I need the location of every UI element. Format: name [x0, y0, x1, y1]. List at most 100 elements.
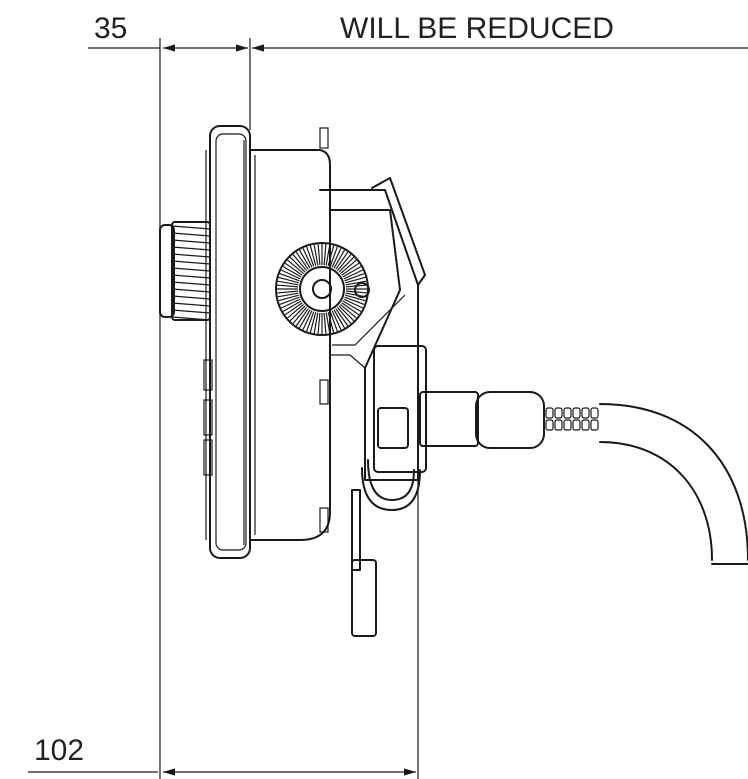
cable-grip-segment: [590, 419, 599, 431]
gear-tooth: [336, 254, 352, 272]
cable-grip-segment: [572, 407, 581, 419]
gear-tooth: [295, 308, 309, 327]
knob-ridge: [171, 246, 211, 251]
gear-tooth: [277, 292, 299, 298]
gear-tooth: [327, 312, 335, 333]
gear-tooth: [325, 312, 331, 334]
gear-tooth: [331, 247, 342, 268]
gear-tooth: [336, 306, 352, 324]
gear-tooth: [335, 308, 349, 327]
gear-tooth: [306, 311, 315, 332]
gear-tooth: [323, 312, 327, 334]
gear-tooth: [287, 259, 305, 275]
knob-ridge: [171, 316, 211, 321]
gear-tooth: [287, 303, 305, 319]
gear-tooth: [338, 305, 355, 322]
dimension-will-be-reduced-label: WILL BE REDUCED: [340, 12, 614, 45]
gear-tooth: [298, 249, 311, 269]
housing-body: [249, 127, 331, 541]
gear-tooth: [342, 265, 362, 278]
connector-assembly: [361, 345, 748, 565]
gear-tooth: [345, 280, 367, 286]
gear-tooth: [289, 256, 306, 273]
gear-tooth: [282, 265, 302, 278]
knob-ridge: [171, 288, 211, 293]
gear-tooth: [343, 298, 364, 309]
gear-tooth: [317, 244, 321, 266]
cable-grip-segment: [554, 419, 563, 431]
gear-tooth: [339, 303, 357, 319]
gear-tooth: [277, 284, 299, 288]
gear-tooth: [335, 251, 349, 270]
knob-ridge: [171, 274, 211, 279]
cable-grip-segment: [572, 419, 581, 431]
gear-tooth: [280, 269, 301, 280]
cable-grip-segment: [554, 407, 563, 419]
gear-tooth: [292, 254, 308, 272]
knurled-knob: [159, 221, 211, 321]
cable-grip-segment: [563, 407, 572, 419]
gear-tooth: [325, 244, 331, 266]
gear-tooth: [341, 302, 360, 316]
gear-tooth: [339, 259, 357, 275]
mounting-bracket: [319, 177, 426, 481]
gear-tooth: [277, 280, 299, 286]
gear-tooth: [278, 276, 299, 284]
front-plate: [203, 125, 251, 559]
gear-tooth: [333, 309, 346, 329]
gear-tooth: [292, 306, 308, 324]
gear-tooth: [295, 251, 309, 270]
gear-tooth: [323, 244, 327, 266]
gear-tooth: [344, 296, 365, 305]
gear-tooth: [277, 290, 299, 294]
gear-tooth: [331, 310, 342, 331]
gear-tooth: [313, 244, 319, 266]
gear-tooth: [345, 290, 367, 294]
gear-tooth: [298, 309, 311, 329]
gear-tooth: [341, 262, 360, 276]
gear-tooth: [289, 305, 306, 322]
gear-tooth: [345, 276, 366, 284]
knob-ridge: [171, 260, 211, 265]
gear-tooth: [343, 269, 364, 280]
knob-ridge: [171, 253, 211, 258]
cable-grip-segment: [590, 407, 599, 419]
gear-tooth: [284, 262, 303, 276]
gear-tooth: [309, 312, 317, 333]
cable-grip-segment: [581, 419, 590, 431]
cable-grip-segment: [545, 407, 554, 419]
gear-tooth: [278, 294, 299, 302]
gear-tooth: [317, 312, 321, 334]
gear-tooth: [345, 294, 366, 302]
cable-grip-segment: [581, 407, 590, 419]
knob-ridge: [171, 232, 211, 237]
gear-tooth: [338, 256, 355, 273]
extension-lines: [159, 38, 419, 779]
dimension-35-label: 35: [94, 12, 127, 45]
gear-tooth: [279, 273, 300, 282]
gear-tooth: [342, 300, 362, 313]
hanging-tag: [351, 489, 377, 637]
gear-tooth: [313, 312, 319, 334]
knob-ridge: [171, 239, 211, 244]
gear-tooth: [344, 273, 365, 282]
knob-ridge: [171, 225, 211, 230]
gear-tooth: [329, 311, 338, 332]
gear-tooth: [282, 300, 302, 313]
knob-ridge: [171, 281, 211, 286]
knob-ridge: [171, 302, 211, 307]
gear-tooth: [309, 245, 317, 266]
gear-tooth: [333, 249, 346, 269]
gear-tooth: [284, 302, 303, 316]
rosette-gear: [275, 242, 370, 336]
gear-tooth: [302, 247, 313, 268]
knob-ridge: [171, 267, 211, 272]
gear-tooth: [302, 310, 313, 331]
gear-tooth: [280, 298, 301, 309]
knob-ridge: [171, 295, 211, 300]
gear-tooth: [327, 245, 335, 266]
cable-grip-segment: [563, 419, 572, 431]
gear-tooth: [329, 246, 338, 267]
dimension-102-label: 102: [34, 734, 84, 767]
